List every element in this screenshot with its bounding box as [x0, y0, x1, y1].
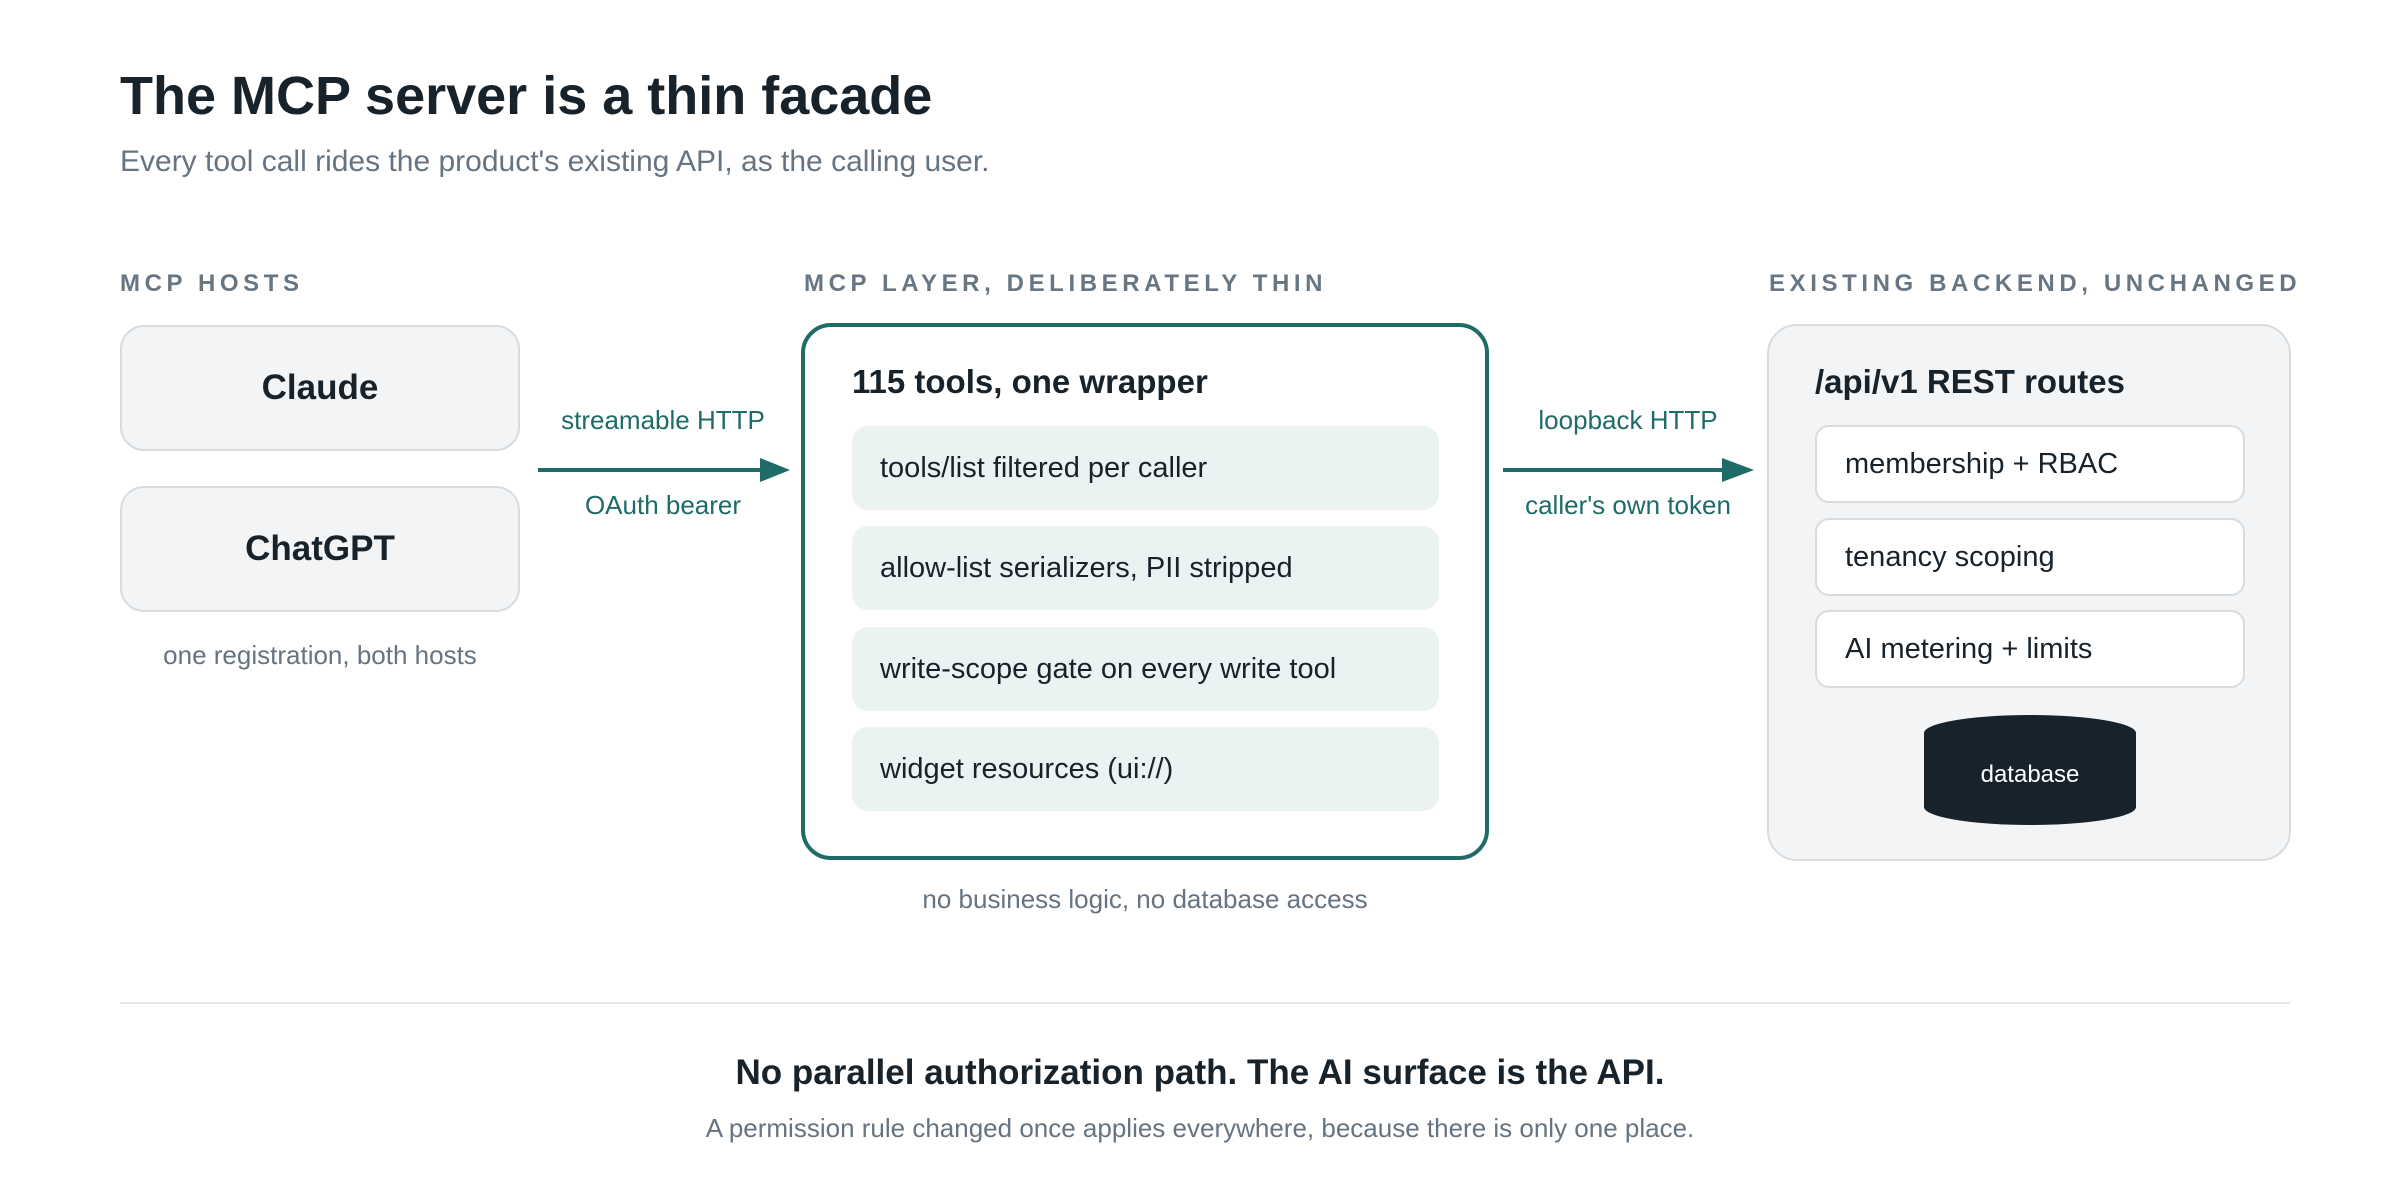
mcp-item-serializers: allow-list serializers, PII stripped: [852, 526, 1439, 610]
mcp-item-tools-list: tools/list filtered per caller: [852, 426, 1439, 510]
backend-item-metering: AI metering + limits: [1815, 610, 2245, 688]
mcp-item-write-scope: write-scope gate on every write tool: [852, 627, 1439, 711]
database-label: database: [1980, 761, 2080, 788]
mcp-item-widget-resources: widget resources (ui://): [852, 727, 1439, 811]
page-subtitle: Every tool call rides the product's exis…: [120, 145, 990, 178]
edge-backend-bottom-label: caller's own token: [1525, 490, 1731, 520]
mcp-layer-note: no business logic, no database access: [922, 884, 1368, 914]
database-icon: [1924, 715, 2136, 825]
mcp-column-label: MCP LAYER, DELIBERATELY THIN: [804, 270, 1328, 297]
footer-title: No parallel authorization path. The AI s…: [735, 1053, 1665, 1092]
backend-item-tenancy: tenancy scoping: [1815, 518, 2245, 596]
edge-hosts-bottom-label: OAuth bearer: [584, 490, 742, 520]
footer-subtitle: A permission rule changed once applies e…: [705, 1113, 1695, 1143]
page-title: The MCP server is a thin facade: [120, 66, 933, 126]
arrow-hosts-to-mcp: [538, 458, 790, 482]
edge-hosts-top-label: streamable HTTP: [561, 405, 765, 435]
backend-item-membership: membership + RBAC: [1815, 425, 2245, 503]
host-claude: Claude: [120, 325, 520, 451]
arrow-mcp-to-backend: [1503, 458, 1754, 482]
footer-divider: [120, 1002, 2290, 1004]
backend-column-label: EXISTING BACKEND, UNCHANGED: [1769, 270, 2302, 297]
backend-heading: /api/v1 REST routes: [1815, 363, 2125, 400]
edge-backend-top-label: loopback HTTP: [1538, 405, 1718, 435]
hosts-column-label: MCP HOSTS: [120, 270, 304, 297]
host-chatgpt: ChatGPT: [120, 486, 520, 612]
mcp-layer-heading: 115 tools, one wrapper: [852, 363, 1208, 400]
hosts-note: one registration, both hosts: [163, 640, 477, 670]
